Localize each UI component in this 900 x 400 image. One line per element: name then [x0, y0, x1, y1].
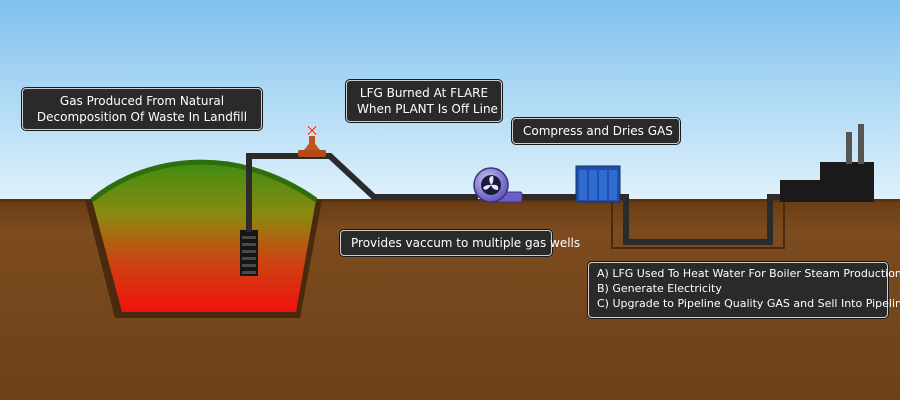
landfill-callout-line-2: Decomposition Of Waste In Landfill: [36, 110, 248, 124]
plant-uses-callout: A) LFG Used To Heat Water For Boiler Ste…: [588, 262, 900, 318]
gas-well-slots: [242, 236, 256, 274]
vacuum-callout: Provides vaccum to multiple gas wells: [340, 230, 581, 256]
vacuum-callout-line-1: Provides vaccum to multiple gas wells: [351, 236, 581, 250]
plant-use-a: A) LFG Used To Heat Water For Boiler Ste…: [597, 267, 900, 280]
power-plant-icon: [780, 124, 874, 202]
compress-callout-line-1: Compress and Dries GAS: [523, 124, 673, 138]
blower-icon: [473, 167, 523, 203]
compressor-icon: [575, 165, 621, 203]
plant-use-c: C) Upgrade to Pipeline Quality GAS and S…: [597, 297, 900, 310]
landfill-gas-callout: Gas Produced From Natural Decomposition …: [22, 88, 262, 130]
compress-callout: Compress and Dries GAS: [512, 118, 680, 144]
flare-x-icon: ✕: [304, 121, 319, 142]
pipe-trench: [611, 200, 785, 249]
landfill-callout-line-1: Gas Produced From Natural: [59, 94, 225, 108]
flare-callout-line-2: When PLANT Is Off Line: [357, 102, 498, 116]
gas-pipe-underground: [618, 194, 782, 245]
landfill-mound: [92, 162, 316, 312]
landfill-mound-rim: [90, 159, 318, 203]
plant-use-b: B) Generate Electricity: [597, 282, 722, 295]
ground-surface-line: [0, 199, 900, 202]
flare-callout: LFG Burned At FLARE When PLANT Is Off Li…: [346, 80, 502, 122]
flare: ✕: [298, 121, 326, 157]
gas-pipe-main: [246, 153, 478, 232]
flare-callout-line-1: LFG Burned At FLARE: [359, 86, 489, 100]
